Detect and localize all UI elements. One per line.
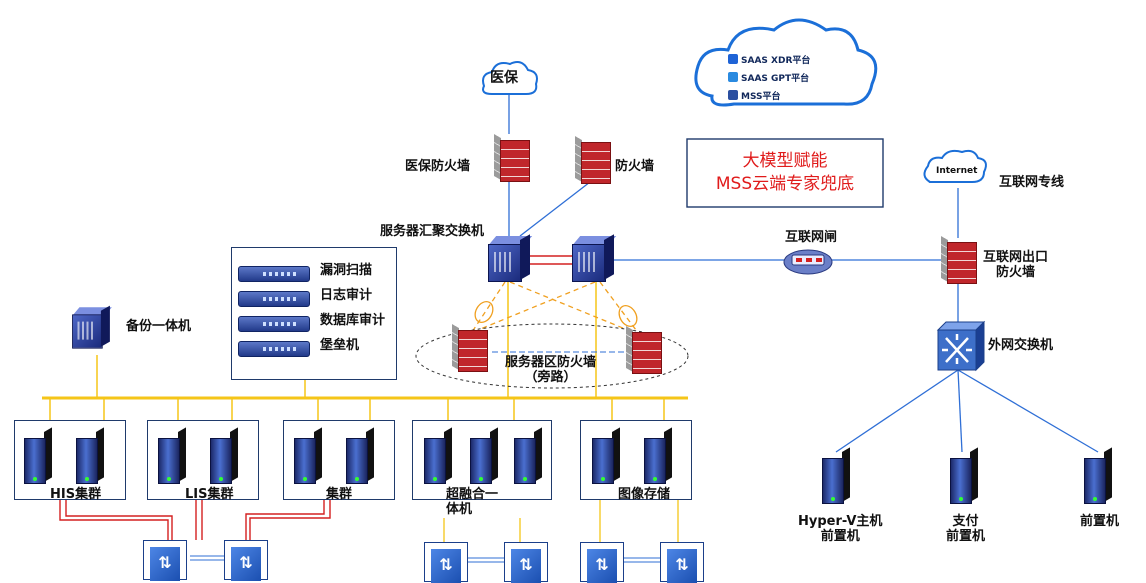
xdr-icon	[728, 54, 738, 64]
appliance-icon	[238, 266, 310, 282]
security-tools-box: 漏洞扫描日志审计数据库审计堡垒机	[231, 247, 397, 380]
img-switch-a: ⇅	[580, 542, 624, 583]
saas-cloud-icon	[694, 18, 878, 107]
cluster-box	[147, 420, 259, 500]
cluster-label: LIS集群	[185, 487, 234, 502]
red-cluster-links	[59, 500, 331, 540]
highlight-box	[686, 138, 884, 208]
hci-switch-a: ⇅	[424, 542, 468, 583]
yibao-cloud-label: 医保	[490, 70, 518, 86]
front-machine-label: 支付 前置机	[946, 514, 986, 544]
gateway-icon	[783, 249, 833, 275]
server-icon	[592, 427, 620, 484]
dmz-firewall-right-icon	[626, 325, 662, 374]
hci-switch-b: ⇅	[504, 542, 548, 583]
dmz-firewall-left-icon	[452, 323, 488, 372]
server-icon	[644, 427, 672, 484]
yibao-firewall-icon	[494, 133, 530, 182]
appliance-icon	[238, 291, 310, 307]
internet-firewall-icon	[941, 235, 977, 284]
internet-line-label: 互联网专线	[999, 175, 1065, 190]
cluster-label: HIS集群	[50, 487, 102, 502]
highlight-line-2: MSS云端专家兜底	[715, 173, 855, 194]
server-icon	[514, 427, 542, 484]
security-tool-label: 堡垒机	[320, 338, 360, 353]
security-tool-label: 日志审计	[320, 288, 373, 303]
front-machine-label: 前置机	[1080, 514, 1120, 529]
external-switch-label: 外网交换机	[988, 338, 1054, 353]
internet-firewall-label: 互联网出口 防火墙	[983, 250, 1049, 280]
core-switch-label: 服务器汇聚交换机	[380, 224, 485, 239]
firewall-icon	[575, 135, 611, 184]
highlight-line-1: 大模型赋能	[742, 151, 828, 171]
server-icon	[210, 427, 238, 484]
server-icon	[294, 427, 322, 484]
internet-cloud-icon	[923, 149, 987, 184]
firewall-label: 防火墙	[615, 159, 655, 174]
security-tool-label: 数据库审计	[320, 313, 386, 328]
backup-appliance-icon	[71, 305, 112, 349]
firewall-zone	[415, 323, 689, 389]
server-icon	[76, 427, 104, 484]
yibao-cloud-icon	[482, 61, 538, 95]
cloud-item: MSS平台	[728, 89, 781, 102]
gateway-label: 互联网闸	[785, 230, 838, 245]
appliance-icon	[238, 341, 310, 357]
appliance-icon	[238, 316, 310, 332]
cluster-label: 超融合一 体机	[446, 487, 499, 517]
his-switch-a: ⇅	[143, 540, 187, 581]
cloud-item: SAAS GPT平台	[728, 71, 809, 84]
front-machine-label: Hyper-V主机 前置机	[798, 514, 883, 544]
internet-cloud-label: Internet	[936, 166, 978, 176]
external-switch-icon	[936, 320, 986, 372]
server-icon	[24, 427, 52, 484]
his-switch-b: ⇅	[224, 540, 268, 581]
cluster-label: 集群	[326, 487, 353, 502]
server-icon	[424, 427, 452, 484]
cluster-label: 图像存储	[618, 487, 671, 502]
cloud-item: SAAS XDR平台	[728, 53, 810, 66]
server-icon	[346, 427, 374, 484]
front-server-icon	[1084, 447, 1112, 504]
front-server-icon	[822, 447, 850, 504]
yibao-firewall-label: 医保防火墙	[405, 159, 471, 174]
gpt-icon	[728, 72, 738, 82]
bus-drops	[49, 355, 665, 420]
core-switch-right-icon	[571, 234, 617, 282]
server-icon	[158, 427, 186, 484]
server-icon	[470, 427, 498, 484]
highlight-text: 大模型赋能 MSS云端专家兜底	[687, 150, 883, 196]
cloud-item-label: SAAS GPT平台	[741, 74, 810, 84]
front-server-icon	[950, 447, 978, 504]
security-tool-label: 漏洞扫描	[320, 263, 373, 278]
cloud-item-label: MSS平台	[741, 92, 781, 102]
backup-label: 备份一体机	[126, 319, 192, 334]
dashed-links	[471, 281, 641, 336]
cloud-item-label: SAAS XDR平台	[741, 56, 811, 66]
mss-shield-icon	[728, 90, 738, 100]
core-switch-left-icon	[487, 234, 533, 282]
dmz-firewall-label: 服务器区防火墙 （旁路）	[505, 355, 597, 385]
img-switch-b: ⇅	[660, 542, 704, 583]
